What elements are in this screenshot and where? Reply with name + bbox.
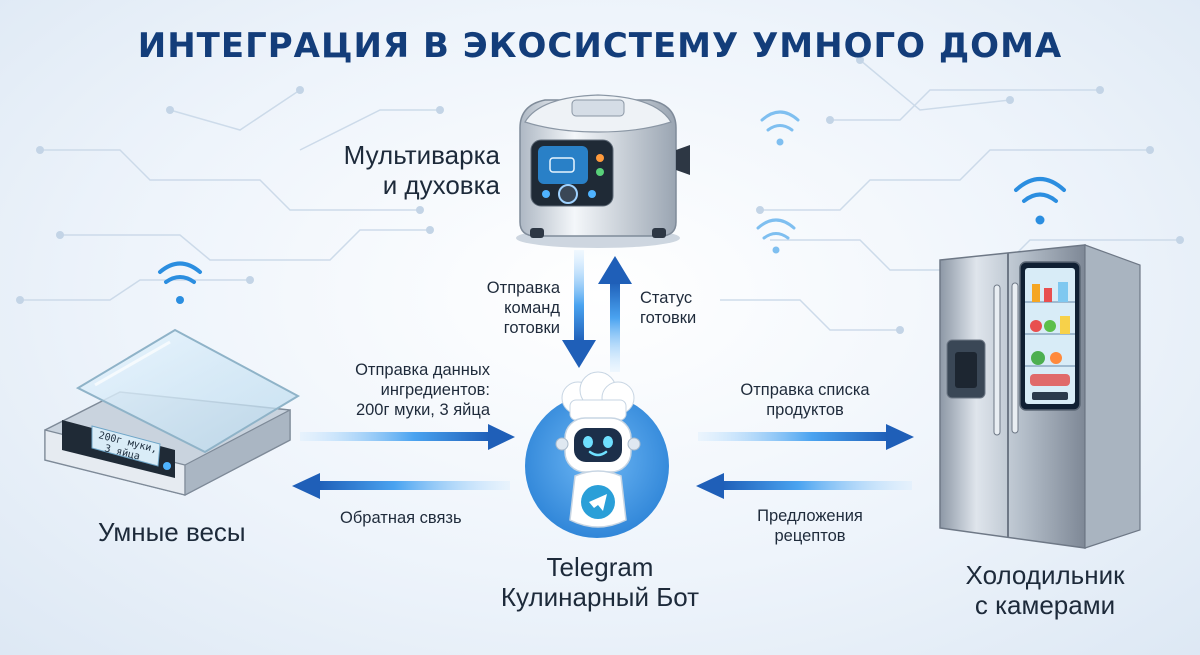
wifi-icon <box>1014 177 1066 225</box>
device-label-line: Холодильник <box>965 560 1125 590</box>
chef-hat-icon <box>561 371 635 421</box>
device-label-line: Telegram <box>546 552 654 582</box>
device-label-line: и духовка <box>382 170 500 200</box>
flow-label-line: Статус <box>640 289 693 307</box>
device-label-line: Кулинарный Бот <box>500 582 700 612</box>
wifi-icon <box>158 261 202 304</box>
fridge-illustration <box>939 244 1141 549</box>
wifi-icon <box>756 218 796 254</box>
multicooker-illustration <box>516 94 690 248</box>
smart-scales-illustration: 200г муки, 3 яйца <box>44 328 301 496</box>
telegram-bot-illustration <box>525 371 669 538</box>
flow-label-line: Отправка списка <box>740 381 870 399</box>
flow-label-recipe-suggestions: Предложения рецептов <box>730 506 890 546</box>
flow-label-line: команд <box>504 299 560 317</box>
flow-label-line: Отправка <box>486 279 560 297</box>
device-label-scales: Умные весы <box>98 517 246 547</box>
device-label-fridge: Холодильник с камерами <box>930 560 1160 620</box>
flow-label-send-ingredients: Отправка данных ингредиентов: 200г муки,… <box>290 360 490 420</box>
wifi-icon <box>760 110 800 146</box>
flow-label-line: готовки <box>640 309 697 327</box>
device-label-line: Мультиварка <box>343 140 500 170</box>
arrow-recipe-suggestions <box>696 473 912 499</box>
arrow-send-products <box>698 424 914 450</box>
flow-label-send-commands: Отправка команд готовки <box>440 278 560 338</box>
flow-label-feedback: Обратная связь <box>340 509 462 527</box>
flow-label-line: ингредиентов: <box>380 381 490 399</box>
arrow-send-ingredients <box>300 424 515 450</box>
flow-label-line: рецептов <box>774 527 846 545</box>
arrow-feedback <box>292 473 510 499</box>
flow-label-line: 200г муки, 3 яйца <box>355 401 490 419</box>
flow-label-line: продуктов <box>766 401 844 419</box>
arrow-cook-status <box>598 256 632 372</box>
page-title: ИНТЕГРАЦИЯ В ЭКОСИСТЕМУ УМНОГО ДОМА <box>137 26 1063 66</box>
flow-label-line: Предложения <box>757 507 863 525</box>
circuit-nodes <box>16 56 1184 334</box>
device-label-line: с камерами <box>974 590 1116 620</box>
telegram-icon <box>581 485 615 519</box>
device-label-multicooker: Мультиварка и духовка <box>300 140 500 200</box>
flow-label-line: готовки <box>503 319 560 337</box>
device-label-bot: Telegram Кулинарный Бот <box>470 552 730 612</box>
flow-label-cook-status: Статус готовки <box>640 288 760 328</box>
arrow-send-commands <box>562 250 596 368</box>
flow-label-send-products: Отправка списка продуктов <box>720 380 890 420</box>
flow-label-line: Отправка данных <box>355 361 490 379</box>
